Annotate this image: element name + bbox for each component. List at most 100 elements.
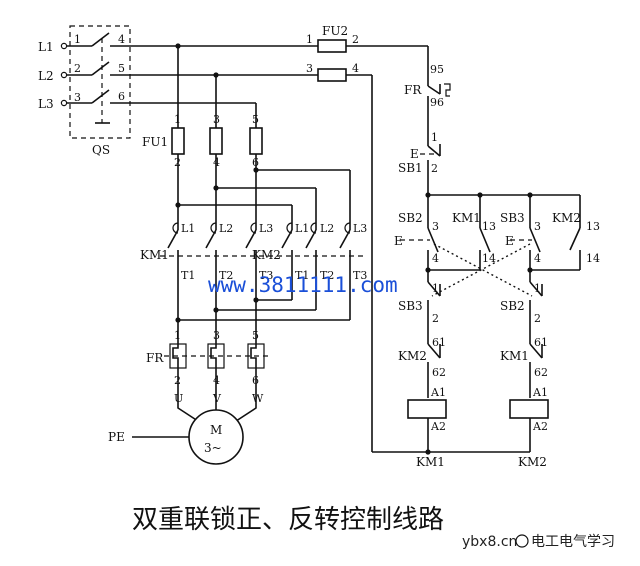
fu1-fuse-a [171,127,185,155]
km2-interlock-contact: KM2 61 62 [398,336,446,398]
km2-aux-contact: KM2 13 14 [552,211,600,270]
km1-coil-label: KM1 [416,455,445,469]
km1-interlock-contact: KM1 61 62 [500,336,548,398]
brand-site: ybx8.cn [462,534,517,550]
motor: M 3~ [188,409,244,465]
km1-terminal-t1: T1 [181,269,195,282]
node-1-sb2-nc: 1 [534,282,541,295]
km1-terminal-l2: L2 [219,222,233,235]
supply-l3-label: L3 [38,97,54,111]
km1-terminal-t3: T3 [259,269,273,282]
diagram-title: 双重联锁正、反转控制线路 [132,505,444,535]
forward-button-sb2: E SB2 3 4 [394,211,439,270]
km2-interlock-label: KM2 [398,349,427,363]
brand-footer: ybx8.cn 电工电气学习 [462,534,615,550]
supply-l1-label: L1 [38,40,54,54]
reverse-button-nc: SB3 1 2 [398,270,441,336]
km2-aux-label: KM2 [552,211,581,225]
sb2-actuator: E [394,234,403,248]
km2-coil-a1: A1 [532,386,548,399]
node-1-fr: 1 [174,329,181,342]
node-5-fu1: 5 [252,113,259,126]
node-3-sb3: 3 [534,220,541,233]
node-2-sb3-nc: 2 [432,312,439,325]
km2-terminal-l3: L3 [353,222,367,235]
km2-coil-symbol [509,399,549,419]
node-2-fu2: 2 [352,33,359,46]
km1-aux-label: KM1 [452,211,481,225]
km2-main-contacts [281,218,351,320]
fu2-fuse-a [317,39,347,53]
fu2-label: FU2 [322,24,348,38]
button-interlock-a [433,243,533,297]
node-14-km2: 14 [586,252,600,265]
node-3-left: 3 [74,91,81,104]
km2-terminal-l1: L1 [295,222,309,235]
node-3-sb2: 3 [432,220,439,233]
node-5-fr: 5 [252,329,259,342]
km1-main-contacts [167,218,257,275]
km2-terminal-t2: T2 [320,269,334,282]
node-1-left: 1 [74,33,81,46]
brand-account: 电工电气学习 [531,534,615,550]
sb1-label: SB1 [398,161,423,175]
reverse-button-sb3: E SB3 3 4 [500,211,541,270]
qs-enclosure [69,25,131,139]
node-61-km1: 61 [534,336,548,349]
node-2-left: 2 [74,62,81,75]
motor-symbol [188,409,244,465]
sb2-label: SB2 [398,211,423,225]
watermark-text: www.3811111.com [208,273,398,297]
sb1-actuator: E [410,147,419,161]
motor-spec: 3~ [204,441,222,455]
pe-label: PE [108,430,125,444]
sb3-actuator: E [505,234,514,248]
km2-coil: A1 A2 KM2 [509,386,549,469]
terminal-l3 [60,99,68,107]
fu2-fuse-b [317,68,347,82]
node-4-sb3: 4 [534,252,541,265]
node-1-sb3-nc: 1 [432,282,439,295]
fu1-fuse-c [249,127,263,155]
qs-label: QS [92,143,110,157]
fu1-label: FU1 [142,135,168,149]
motor-terminal-w: W [252,392,264,405]
km1-coil-symbol [407,399,447,419]
node-96: 96 [430,96,444,109]
km2-terminal-l2: L2 [320,222,334,235]
node-4-sb2: 4 [432,252,439,265]
node-62-km2: 62 [432,366,446,379]
node-14-km1: 14 [482,252,496,265]
motor-letter: M [210,423,222,437]
node-6-qs: 6 [118,90,125,103]
node-3-fu1: 3 [213,113,220,126]
km2-coil-a2: A2 [532,420,548,433]
km1-main-label: KM1 [140,248,169,262]
node-61-km2: 61 [432,336,446,349]
km2-coil-label: KM2 [518,455,547,469]
fu1-fuse-b [209,127,223,155]
km2-terminal-t1: T1 [295,269,309,282]
node-13-km2: 13 [586,220,600,233]
sb3-nc-label: SB3 [398,299,423,313]
node-62-km1: 62 [534,366,548,379]
stop-button-sb1: E SB1 1 2 [398,131,441,175]
sb3-label: SB3 [500,211,525,225]
node-13-km1: 13 [482,220,496,233]
node-1-fu2: 1 [306,33,313,46]
node-4-qs: 4 [118,33,125,46]
node-3-fu2: 3 [306,62,313,75]
forward-button-nc: SB2 1 2 [500,270,543,336]
node-5-qs: 5 [118,62,125,75]
fr-nc-contact: FR 95 96 [404,63,451,109]
node-2-sb1: 2 [431,162,438,175]
main-circuit: FU1 1 3 5 2 4 6 [108,46,367,465]
fr-contact-label: FR [404,83,422,97]
km1-coil: A1 A2 KM1 [407,386,447,469]
node-4-fu2: 4 [352,62,359,75]
km1-coil-a2: A2 [430,420,446,433]
node-1-sb1: 1 [431,131,438,144]
km1-coil-a1: A1 [430,386,446,399]
node-1-fu1: 1 [174,113,181,126]
